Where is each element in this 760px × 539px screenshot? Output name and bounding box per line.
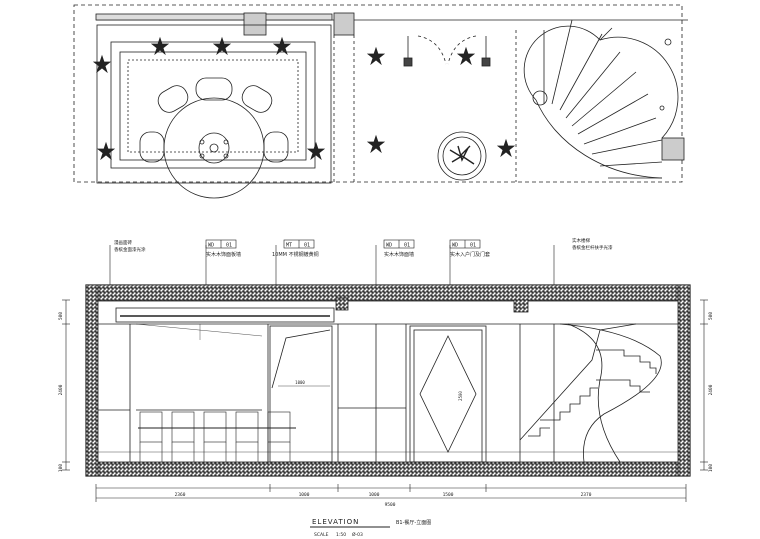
callout-4-code: WD [452, 243, 458, 249]
dimension-lines [62, 299, 708, 502]
potted-plant [437, 131, 487, 181]
column-block [333, 12, 355, 36]
dim-inner-0: 1000 [295, 380, 305, 385]
entry-door-plan [403, 35, 491, 67]
dim-bottom-4: 2370 [581, 492, 592, 498]
spiral-stair-plan [515, 19, 679, 182]
callout-4-text: 实木入户门及门套 [450, 251, 490, 258]
callout-texts: 漫画面砖 香槟金面漆光涂 WD 01 实木木饰面板墙 MT 01 10MM 不锈… [114, 237, 613, 258]
callout-2-code: MT [286, 243, 292, 249]
callout-1-text: 实木木饰面板墙 [206, 251, 241, 258]
dim-right-0: 500 [708, 312, 714, 320]
title-subtitle: B1-餐厅-立面图 [396, 519, 431, 526]
title-block: ELEVATION B1-餐厅-立面图 SCALE 1:50 Ø-03 [310, 518, 431, 538]
callout-5-line1: 实木楼梯 [572, 237, 590, 244]
title-scale-label: SCALE [314, 532, 329, 538]
callout-2-text: 10MM 不锈钢镀黄铜 [272, 251, 319, 258]
callout-1-code: WD [208, 243, 214, 249]
callout-4-num: 01 [470, 243, 476, 249]
dim-bottom-3: 1500 [443, 492, 454, 498]
dim-bottom-0: 2360 [175, 492, 186, 498]
column-block [661, 137, 685, 161]
dining-table-plan [139, 77, 289, 199]
callout-0-line2: 香槟金面漆光涂 [114, 246, 146, 253]
dim-left-0: 500 [58, 312, 64, 320]
dim-left-2: 100 [58, 464, 64, 472]
callout-5-line2: 香槟金栏杆扶手光漆 [572, 244, 613, 251]
callout-0-line1: 漫画面砖 [114, 239, 132, 246]
spiral-stair-elevation [519, 323, 662, 463]
plan-boundary [73, 4, 683, 183]
plan-view [73, 4, 688, 199]
ceiling-stars [92, 36, 516, 161]
dim-right-1: 2400 [708, 384, 714, 395]
dim-left-1: 2400 [58, 384, 64, 395]
dim-bottom-2: 1000 [369, 492, 380, 498]
callout-3-code: WD [386, 243, 392, 249]
title-scale-value: 1:50 [336, 532, 346, 538]
elevation-view [85, 284, 691, 477]
callout-2-num: 01 [304, 243, 310, 249]
column-block [243, 12, 267, 36]
dim-total: 9500 [385, 502, 396, 508]
title-sheet: Ø-03 [352, 531, 363, 538]
title-label: ELEVATION [312, 518, 359, 526]
dim-bottom-1: 1000 [299, 492, 310, 498]
callout-3-num: 01 [404, 243, 410, 249]
callout-3-text: 实木木饰面墙 [384, 251, 414, 258]
dimension-texts: 2360 1000 1000 1500 2370 9500 500 2400 1… [58, 312, 714, 508]
dim-inner-1: 2500 [458, 391, 463, 401]
callout-1-num: 01 [226, 243, 232, 249]
dim-right-2: 100 [708, 464, 714, 472]
